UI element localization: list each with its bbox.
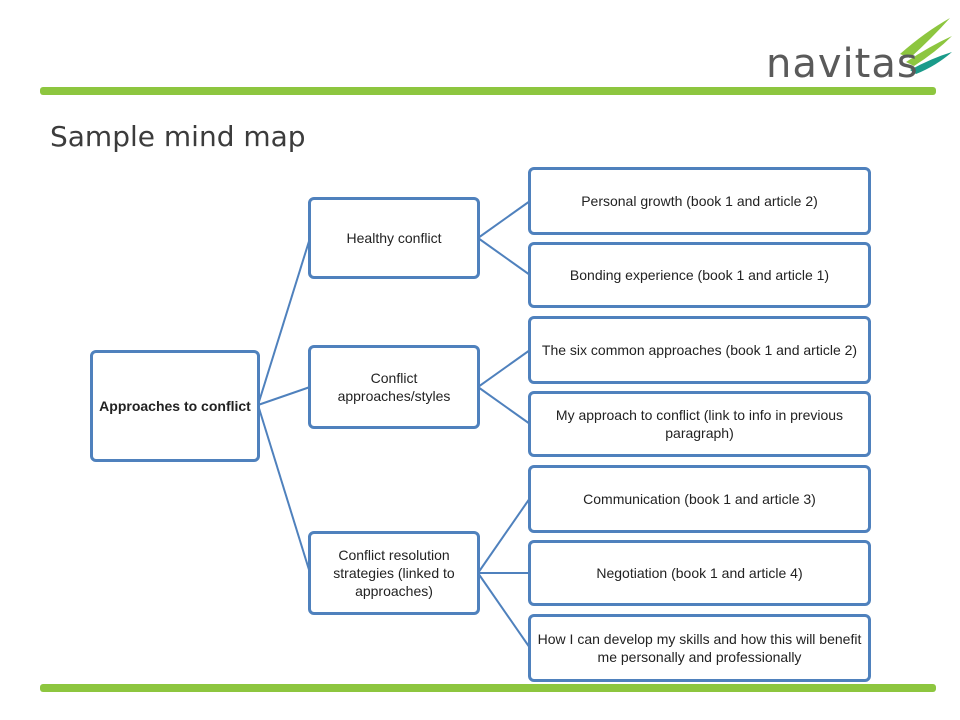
leaf-node-my-approach: My approach to conflict (link to info in… [528, 391, 871, 457]
logo-text: navitas [766, 41, 919, 87]
leaf-node-six-common-approaches: The six common approaches (book 1 and ar… [528, 316, 871, 384]
leaf-node-bonding-experience: Bonding experience (book 1 and article 1… [528, 242, 871, 308]
branch-node-conflict-approaches: Conflict approaches/styles [308, 345, 480, 429]
top-accent-bar [40, 87, 936, 95]
bottom-accent-bar [40, 684, 936, 692]
navitas-logo: navitas [760, 14, 952, 84]
mindmap-root-node: Approaches to conflict [90, 350, 260, 462]
leaf-node-develop-skills: How I can develop my skills and how this… [528, 614, 871, 682]
page-title: Sample mind map [50, 120, 306, 153]
leaf-node-personal-growth: Personal growth (book 1 and article 2) [528, 167, 871, 235]
branch-node-healthy-conflict: Healthy conflict [308, 197, 480, 279]
branch-node-conflict-resolution: Conflict resolution strategies (linked t… [308, 531, 480, 615]
leaf-node-negotiation: Negotiation (book 1 and article 4) [528, 540, 871, 606]
swoosh-icon [900, 18, 952, 74]
leaf-node-communication: Communication (book 1 and article 3) [528, 465, 871, 533]
